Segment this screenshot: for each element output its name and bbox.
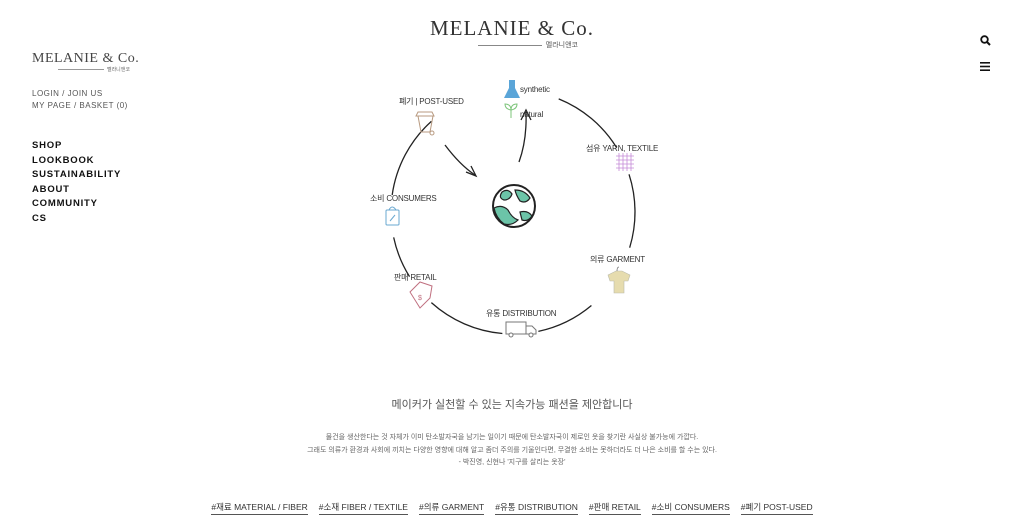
globe-icon: [492, 184, 536, 228]
truck-icon: [505, 321, 537, 338]
quote-paragraph: 물건을 생산한다는 것 자체가 이미 탄소발자국을 남기는 일이기 때문에 탄소…: [0, 432, 1024, 470]
main-logo[interactable]: MELANIE & Co.: [429, 16, 595, 40]
join-link[interactable]: JOIN US: [67, 89, 103, 98]
nav-cs[interactable]: CS: [32, 212, 47, 224]
basket-link[interactable]: BASKET (0): [79, 101, 128, 110]
sidebar-logo-sub: 멜라니앤코: [58, 66, 130, 73]
sidebar-logo-sub-text: 멜라니앤코: [106, 67, 130, 73]
cycle-arc: [538, 304, 592, 332]
cycle-arcs: [391, 98, 636, 335]
label-post-used: 폐기 | POST-USED: [399, 97, 464, 106]
label-garment: 의류 GARMENT: [590, 255, 645, 264]
quote-line: 그래도 의류가 환경과 사회에 끼치는 다양한 영향에 대해 알고 좀더 주의를…: [307, 446, 717, 454]
tag-consumers[interactable]: #소비 CONSUMERS: [651, 501, 730, 515]
main-nav: SHOP LOOKBOOK SUSTAINABILITY ABOUT COMMU…: [32, 139, 121, 226]
tag-post-used[interactable]: #폐기 POST-USED: [740, 501, 813, 515]
leaf-icon: [504, 103, 518, 118]
price-tag-icon: $: [409, 281, 433, 309]
nav-community[interactable]: COMMUNITY: [32, 198, 98, 209]
account-links: LOGIN / JOIN US: [32, 89, 103, 98]
cycle-arc: [628, 174, 636, 248]
cycle-arc: [393, 237, 411, 277]
sidebar-logo[interactable]: MELANIE & Co.: [32, 51, 140, 66]
login-link[interactable]: LOGIN: [32, 89, 60, 98]
label-consumers: 소비 CONSUMERS: [370, 194, 437, 203]
account-links-2: MY PAGE / BASKET (0): [32, 101, 128, 110]
label-synthetic: synthetic: [520, 85, 550, 94]
nav-lookbook[interactable]: LOOKBOOK: [32, 154, 95, 166]
mypage-link[interactable]: MY PAGE: [32, 101, 72, 110]
lifecycle-diagram: $: [385, 80, 636, 338]
nav-sustainability[interactable]: SUSTAINABILITY: [32, 169, 122, 180]
separator: /: [62, 89, 65, 98]
tag-fiber[interactable]: #소재 FIBER / TEXTILE: [318, 501, 408, 515]
headline: 메이커가 실천할 수 있는 지속가능 패션을 제안합니다: [391, 399, 633, 411]
yarn-icon: [616, 153, 634, 171]
cycle-arc: [430, 302, 503, 335]
quote-source: - 박진영, 신현나 '지구를 살리는 옷장': [458, 459, 566, 466]
arrow-from-globe: [518, 111, 527, 163]
cycle-arc: [391, 120, 432, 196]
tag-retail[interactable]: #판매 RETAIL: [588, 501, 641, 515]
tag-links: #재료 MATERIAL / FIBER #소재 FIBER / TEXTILE…: [0, 501, 1024, 515]
quote-line: 물건을 생산한다는 것 자체가 이미 탄소발자국을 남기는 일이기 때문에 탄소…: [325, 434, 699, 441]
logo-sub-text: 멜라니앤코: [545, 42, 578, 49]
separator: /: [73, 101, 77, 110]
menu-icon[interactable]: [978, 59, 992, 73]
tag-distribution[interactable]: #유통 DISTRIBUTION: [495, 501, 578, 515]
nav-shop[interactable]: SHOP: [32, 140, 63, 151]
arrow-to-globe: [444, 144, 476, 176]
label-retail: 판매 RETAIL: [394, 273, 437, 282]
search-icon[interactable]: [978, 33, 992, 47]
tag-material[interactable]: #재료 MATERIAL / FIBER: [211, 501, 308, 515]
label-natural: natural: [520, 110, 544, 119]
label-yarn: 섬유 YARN, TEXTILE: [586, 144, 659, 153]
flask-icon: [504, 80, 520, 98]
shirt-icon: [607, 266, 631, 294]
nav-about[interactable]: ABOUT: [32, 183, 70, 195]
main-logo-sub: 멜라니앤코: [478, 40, 578, 50]
label-distribution: 유통 DISTRIBUTION: [486, 309, 557, 318]
shopping-bag-icon: [385, 206, 400, 226]
svg-text:$: $: [418, 295, 422, 302]
tag-garment[interactable]: #의류 GARMENT: [418, 501, 485, 515]
arrowhead: [520, 108, 532, 121]
cycle-arc: [558, 98, 618, 148]
arrowhead: [465, 165, 478, 178]
trash-bin-icon: [415, 111, 435, 136]
